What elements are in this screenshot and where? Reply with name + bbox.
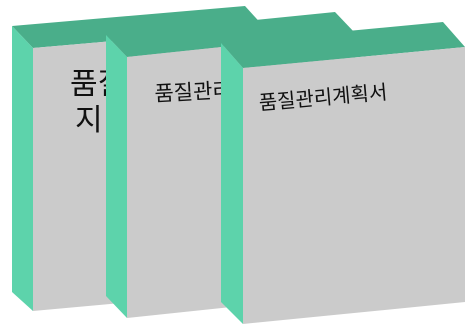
book-1-spine <box>12 26 33 311</box>
book-1-title-area: 품질 지 <box>40 60 106 150</box>
book-1-title-line2: 지 <box>75 103 103 138</box>
book-2-title: 품질관리 <box>153 77 221 106</box>
book-3-top <box>221 22 465 68</box>
book-1-title-line1: 품질 <box>70 67 106 102</box>
book-3 <box>221 22 465 324</box>
book-2-spine <box>106 35 127 318</box>
book-3-spine <box>221 43 243 324</box>
book-1-top <box>12 6 265 48</box>
book-3-cover <box>243 47 465 324</box>
book-2-top <box>106 12 355 57</box>
book-2-title-area: 품질관리 <box>140 70 221 120</box>
